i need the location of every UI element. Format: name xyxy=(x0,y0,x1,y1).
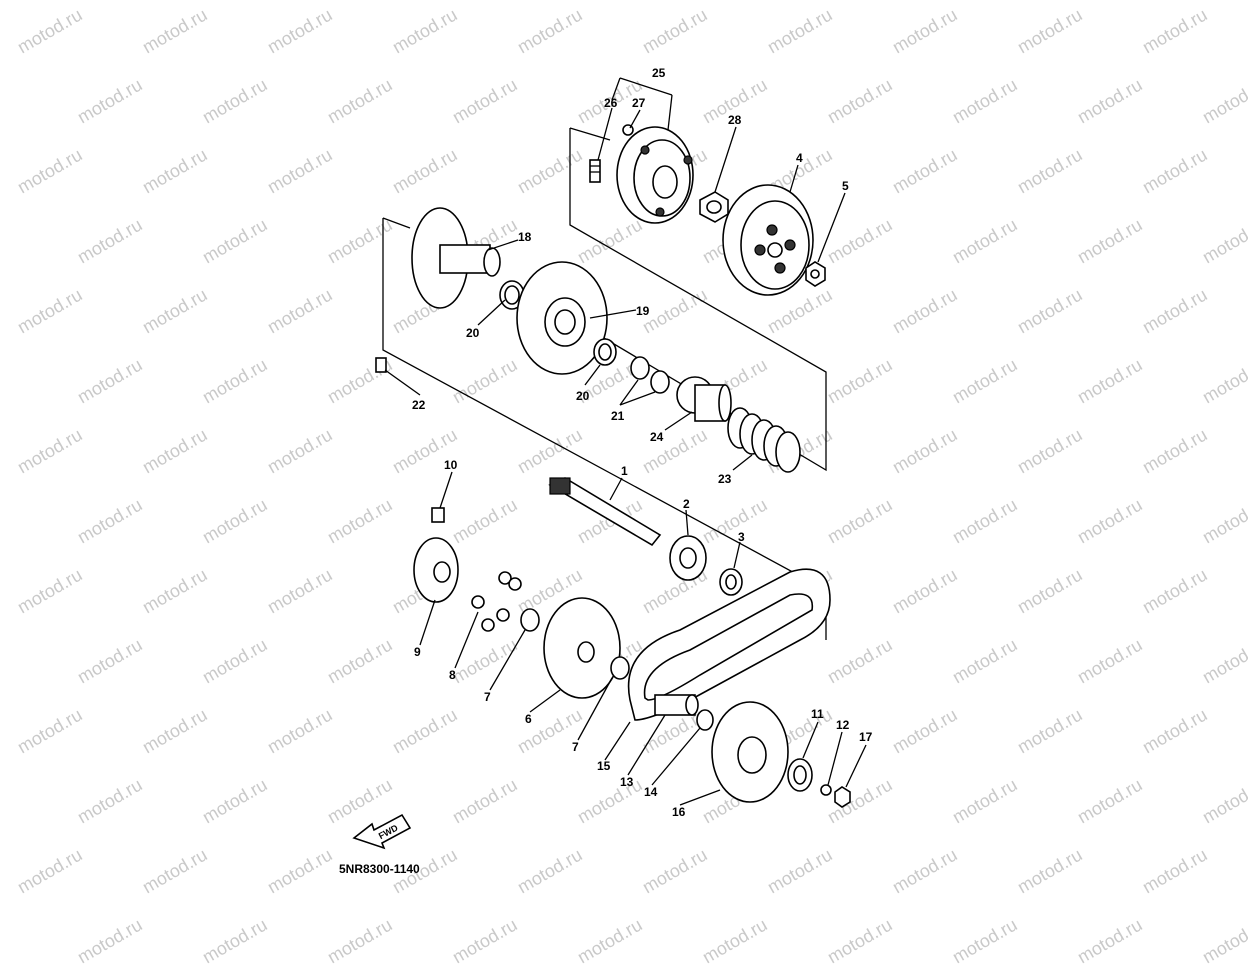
fan-pulley-part xyxy=(711,701,789,803)
callout-27: 27 xyxy=(632,96,646,110)
callout-9: 9 xyxy=(414,645,421,659)
slider-10-part xyxy=(431,507,445,523)
callout-3: 3 xyxy=(738,530,745,544)
callout-14: 14 xyxy=(644,785,658,799)
callout-4: 4 xyxy=(796,151,803,165)
diagram-code: 5NR8300-1140 xyxy=(339,862,420,876)
callout-12: 12 xyxy=(836,718,850,732)
callout-13: 13 xyxy=(620,775,634,789)
callout-1: 1 xyxy=(621,464,628,478)
collar-7a-part xyxy=(520,608,540,632)
callout-2: 2 xyxy=(683,497,690,511)
compression-spring-part xyxy=(727,407,801,473)
callout-28: 28 xyxy=(728,113,742,127)
primary-sheave-part xyxy=(543,597,621,699)
clutch-housing-part xyxy=(722,184,814,296)
cam-plate-part xyxy=(413,537,459,603)
nut-5-part xyxy=(805,261,826,287)
callout-16: 16 xyxy=(672,805,686,819)
washer-11-part xyxy=(787,758,813,792)
spring-seat-part xyxy=(676,376,732,422)
callout-7b: 7 xyxy=(572,740,579,754)
oil-seal-20b-part xyxy=(593,338,617,366)
callout-7a: 7 xyxy=(484,690,491,704)
callout-19: 19 xyxy=(636,304,650,318)
washer-14-part xyxy=(696,709,714,731)
primary-shaft-part xyxy=(548,477,662,547)
collar-3-part xyxy=(719,568,743,596)
leader-lines xyxy=(384,107,867,806)
collar-13-part xyxy=(654,694,699,716)
callout-18: 18 xyxy=(518,230,532,244)
callout-20a: 20 xyxy=(466,326,480,340)
sliding-sheave-part xyxy=(411,207,501,309)
nut-17-part xyxy=(834,786,851,808)
callout-22: 22 xyxy=(412,398,426,412)
callout-10: 10 xyxy=(444,458,458,472)
clutch-spring-part xyxy=(589,159,601,183)
o-rings-part xyxy=(630,356,670,394)
weights-part xyxy=(471,571,522,632)
fixed-sheave-part xyxy=(516,261,608,375)
bearing-part xyxy=(669,535,707,581)
nut-28-part xyxy=(699,191,729,223)
callout-6: 6 xyxy=(525,712,532,726)
callout-24: 24 xyxy=(650,430,664,444)
callout-25: 25 xyxy=(652,66,666,80)
exploded-parts-diagram: 25 26 27 28 4 5 18 19 20 20 21 22 24 23 … xyxy=(352,66,873,850)
callout-labels: 25 26 27 28 4 5 18 19 20 20 21 22 24 23 … xyxy=(412,66,873,819)
callout-17: 17 xyxy=(859,730,873,744)
callout-21: 21 xyxy=(611,409,625,423)
callout-26: 26 xyxy=(604,96,618,110)
circlip-12-part xyxy=(820,784,832,796)
clutch-carrier-assembly xyxy=(616,126,694,224)
guide-pin-part xyxy=(375,357,387,373)
callout-8: 8 xyxy=(449,668,456,682)
callout-11: 11 xyxy=(811,707,824,721)
callout-23: 23 xyxy=(718,472,732,486)
fwd-arrow-icon: FWD xyxy=(352,813,412,850)
collar-7b-part xyxy=(610,656,630,680)
callout-20b: 20 xyxy=(576,389,590,403)
callout-15: 15 xyxy=(597,759,611,773)
callout-5: 5 xyxy=(842,179,849,193)
